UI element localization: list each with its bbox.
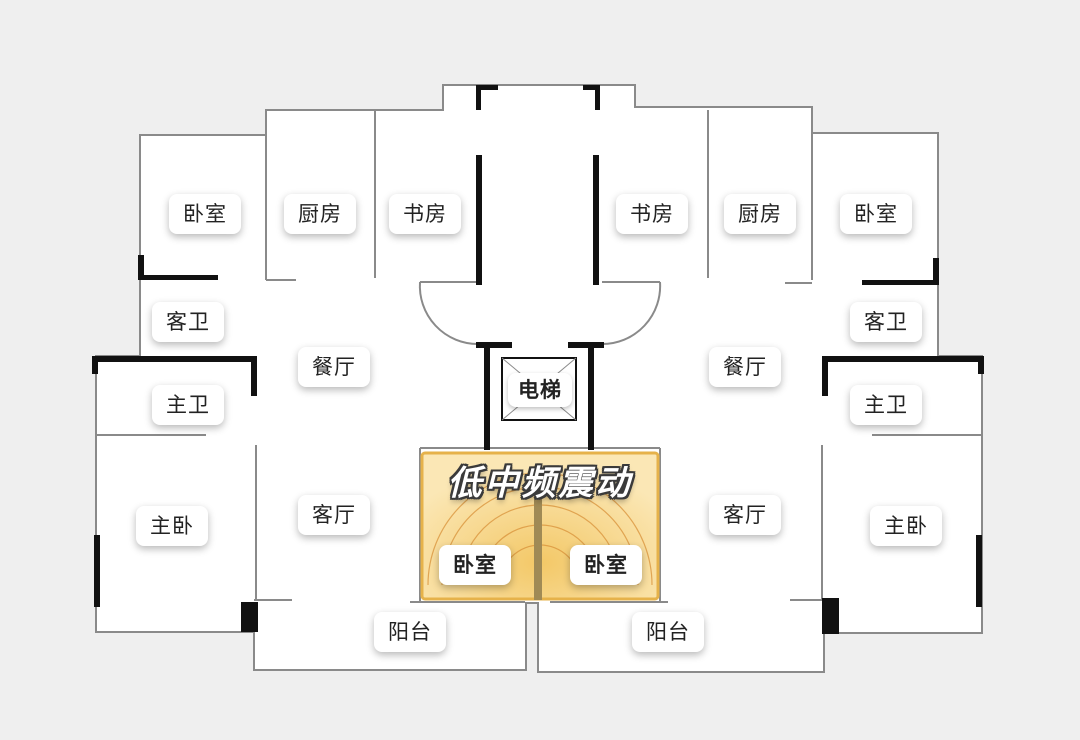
room-label-right-kitchen: 厨房 (724, 194, 796, 234)
thick-walls (92, 85, 984, 634)
room-label-right-guest-bath: 客卫 (850, 302, 922, 342)
room-label-right-balcony: 阳台 (632, 612, 704, 652)
room-label-center-right-bedroom: 卧室 (570, 545, 642, 585)
room-label-right-study: 书房 (616, 194, 688, 234)
corridor (480, 87, 598, 347)
room-label-left-kitchen: 厨房 (284, 194, 356, 234)
room-label-right-bedroom: 卧室 (840, 194, 912, 234)
thin-walls (96, 110, 982, 603)
room-label-left-living: 客厅 (298, 495, 370, 535)
room-label-left-bedroom: 卧室 (169, 194, 241, 234)
room-label-right-master-bedroom: 主卧 (870, 506, 942, 546)
door-arcs (418, 281, 662, 346)
room-label-left-master-bath: 主卫 (152, 385, 224, 425)
room-label-right-master-bath: 主卫 (850, 385, 922, 425)
room-label-left-study: 书房 (389, 194, 461, 234)
room-label-left-dining: 餐厅 (298, 347, 370, 387)
room-label-left-guest-bath: 客卫 (152, 302, 224, 342)
room-label-left-balcony: 阳台 (374, 612, 446, 652)
shared-wall (534, 478, 542, 600)
elevator-label: 电梯 (508, 373, 572, 407)
room-label-right-dining: 餐厅 (709, 347, 781, 387)
vibration-zone-title: 低中频震动 (447, 463, 633, 504)
room-label-center-left-bedroom: 卧室 (439, 545, 511, 585)
room-label-right-living: 客厅 (709, 495, 781, 535)
room-label-left-master-bedroom: 主卧 (136, 506, 208, 546)
